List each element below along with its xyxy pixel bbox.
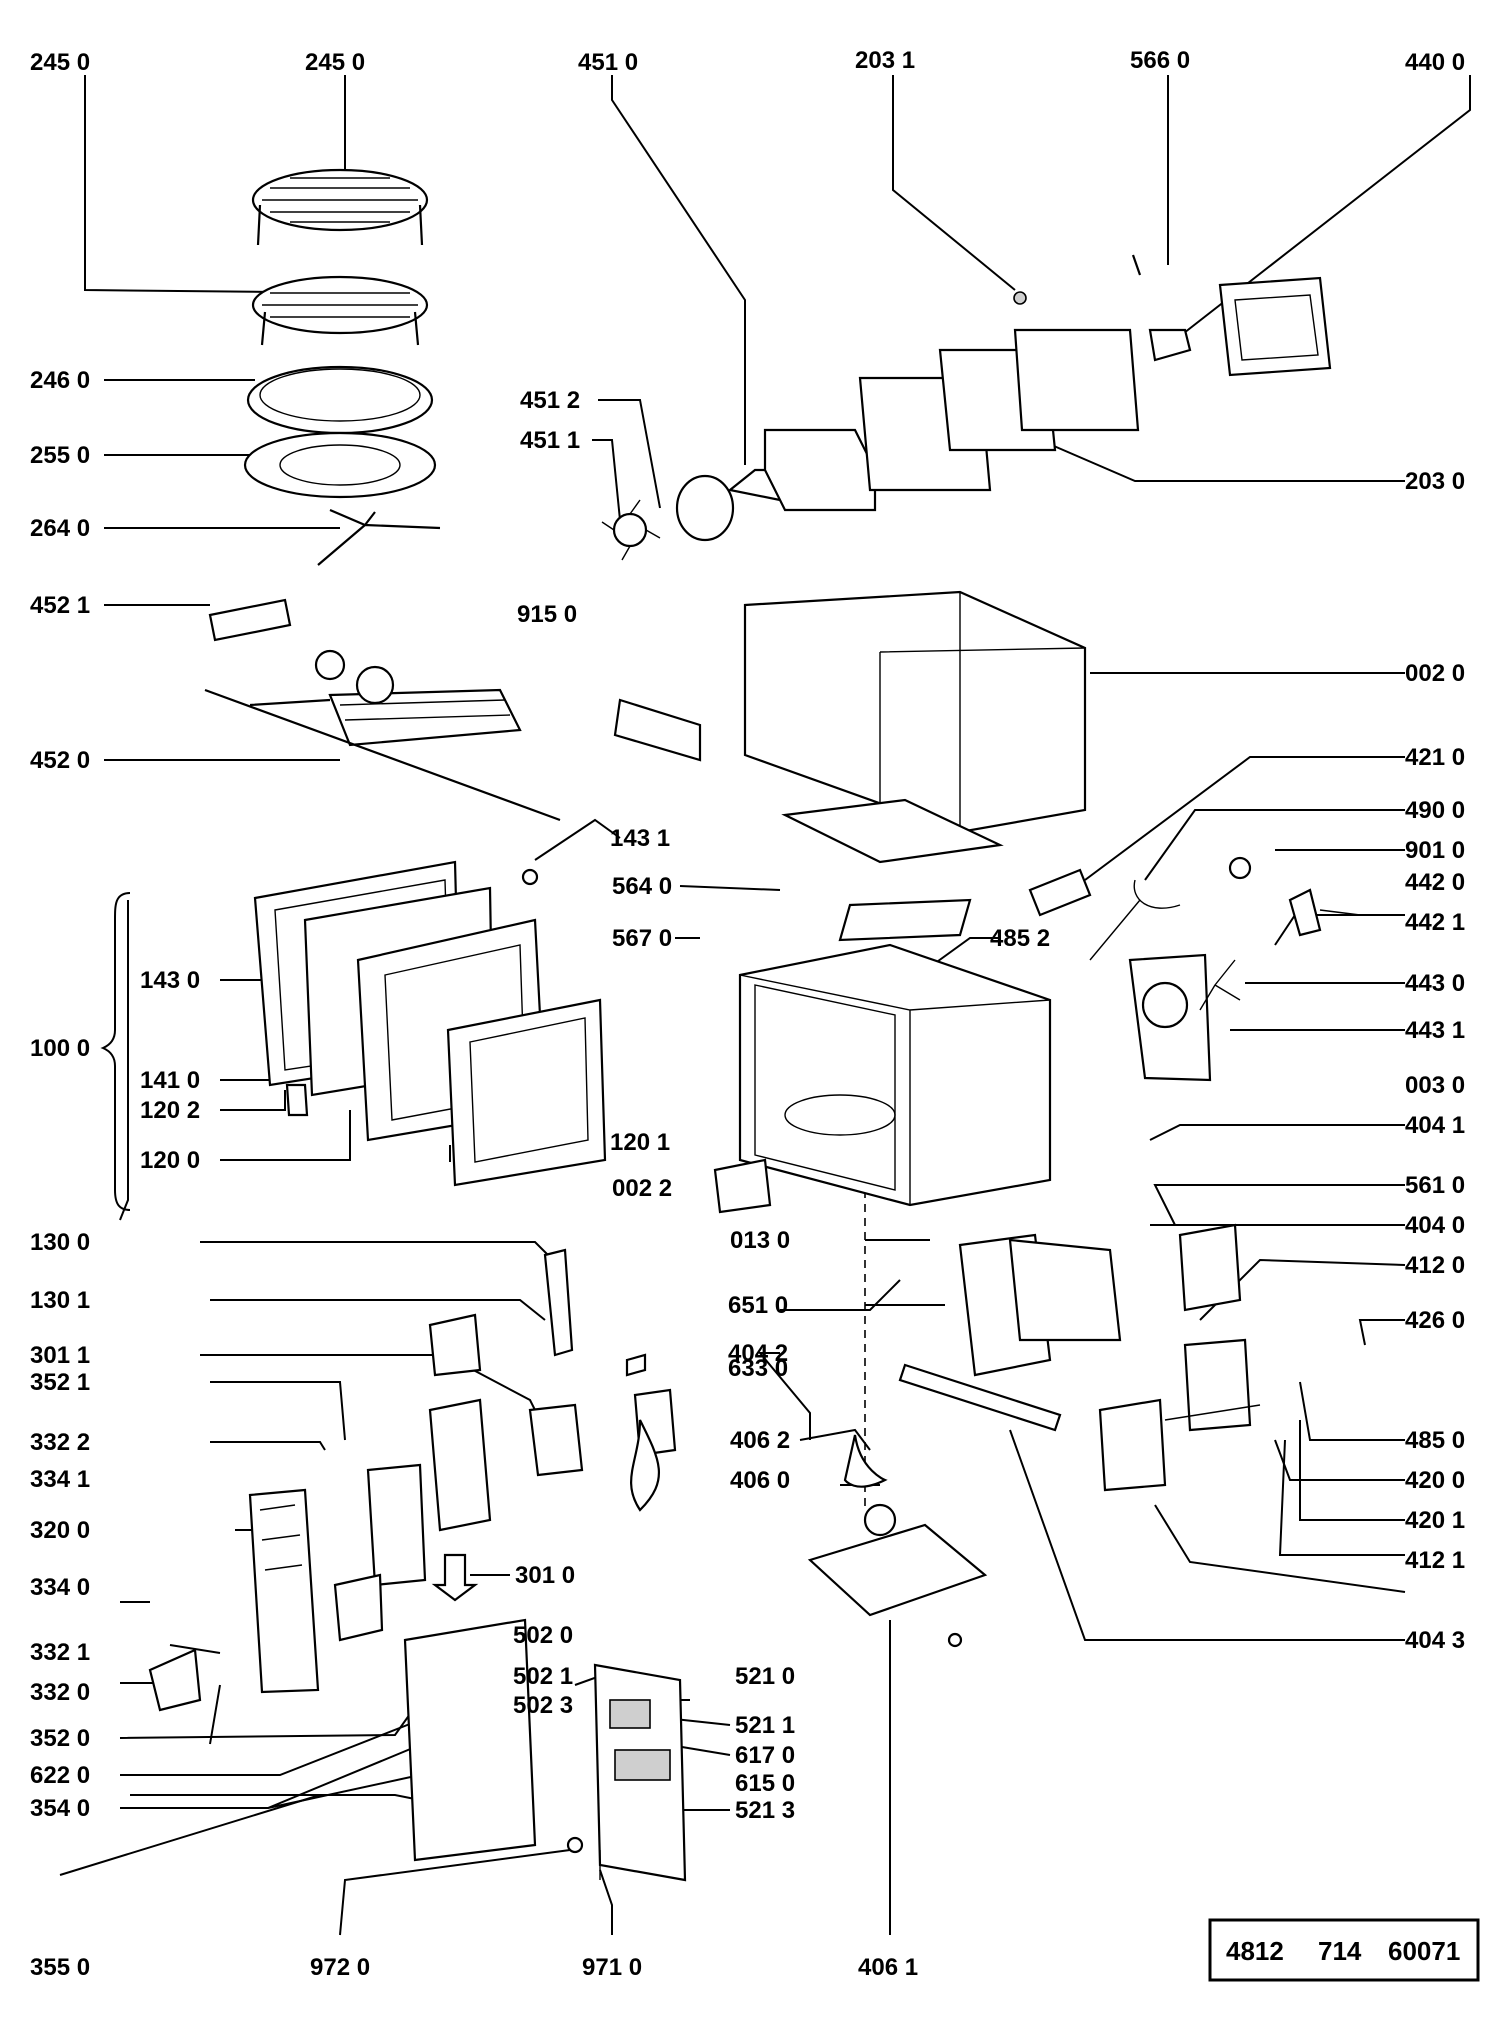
label-002-0: 002 0 bbox=[1405, 660, 1465, 687]
label-355-0: 355 0 bbox=[30, 1954, 90, 1981]
document-code-part-2: 714 bbox=[1318, 1936, 1362, 1966]
label-452-0: 452 0 bbox=[30, 747, 90, 774]
label-490-0: 490 0 bbox=[1405, 797, 1465, 824]
label-564-0: 564 0 bbox=[612, 873, 672, 900]
label-334-0: 334 0 bbox=[30, 1574, 90, 1601]
label-485-2: 485 2 bbox=[990, 925, 1050, 952]
label-633-0: 633 0 bbox=[728, 1355, 788, 1382]
label-130-1: 130 1 bbox=[30, 1287, 90, 1314]
label-332-2: 332 2 bbox=[30, 1429, 90, 1456]
label-404-3: 404 3 bbox=[1405, 1627, 1465, 1654]
label-246-0: 246 0 bbox=[30, 367, 90, 394]
parts-drawing bbox=[148, 168, 1361, 1882]
label-143-1: 143 1 bbox=[610, 825, 670, 852]
label-567-0: 567 0 bbox=[612, 925, 672, 952]
label-130-0: 130 0 bbox=[30, 1229, 90, 1256]
label-120-2: 120 2 bbox=[140, 1097, 200, 1124]
label-566-0: 566 0 bbox=[1130, 47, 1190, 74]
part-labels: 245 0 245 0 451 0 203 1 566 0 440 0 246 … bbox=[30, 47, 1465, 1981]
label-521-3: 521 3 bbox=[735, 1797, 795, 1824]
label-264-0: 264 0 bbox=[30, 515, 90, 542]
label-440-0: 440 0 bbox=[1405, 49, 1465, 76]
label-203-1: 203 1 bbox=[855, 47, 915, 74]
label-406-0: 406 0 bbox=[730, 1467, 790, 1494]
label-426-0: 426 0 bbox=[1405, 1307, 1465, 1334]
label-442-1: 442 1 bbox=[1405, 909, 1465, 936]
label-352-1: 352 1 bbox=[30, 1369, 90, 1396]
label-502-1: 502 1 bbox=[513, 1663, 573, 1690]
label-622-0: 622 0 bbox=[30, 1762, 90, 1789]
label-404-1: 404 1 bbox=[1405, 1112, 1465, 1139]
label-421-0: 421 0 bbox=[1405, 744, 1465, 771]
label-354-0: 354 0 bbox=[30, 1795, 90, 1822]
label-443-1: 443 1 bbox=[1405, 1017, 1465, 1044]
label-320-0: 320 0 bbox=[30, 1517, 90, 1544]
label-451-1: 451 1 bbox=[520, 427, 580, 454]
label-120-0: 120 0 bbox=[140, 1147, 200, 1174]
label-301-1: 301 1 bbox=[30, 1342, 90, 1369]
label-141-0: 141 0 bbox=[140, 1067, 200, 1094]
label-003-0: 003 0 bbox=[1405, 1072, 1465, 1099]
label-915-0: 915 0 bbox=[517, 601, 577, 628]
label-412-0: 412 0 bbox=[1405, 1252, 1465, 1279]
label-406-2: 406 2 bbox=[730, 1427, 790, 1454]
label-100-0: 100 0 bbox=[30, 1035, 90, 1062]
label-442-0: 442 0 bbox=[1405, 869, 1465, 896]
label-420-0: 420 0 bbox=[1405, 1467, 1465, 1494]
label-412-1: 412 1 bbox=[1405, 1547, 1465, 1574]
label-245-0-a: 245 0 bbox=[30, 49, 90, 76]
label-404-0: 404 0 bbox=[1405, 1212, 1465, 1239]
label-255-0: 255 0 bbox=[30, 442, 90, 469]
label-420-1: 420 1 bbox=[1405, 1507, 1465, 1534]
label-485-0: 485 0 bbox=[1405, 1427, 1465, 1454]
label-971-0: 971 0 bbox=[582, 1954, 642, 1981]
label-521-1: 521 1 bbox=[735, 1712, 795, 1739]
label-332-0: 332 0 bbox=[30, 1679, 90, 1706]
label-502-3: 502 3 bbox=[513, 1692, 573, 1719]
label-443-0: 443 0 bbox=[1405, 970, 1465, 997]
label-452-1: 452 1 bbox=[30, 592, 90, 619]
label-901-0: 901 0 bbox=[1405, 837, 1465, 864]
label-502-0: 502 0 bbox=[513, 1622, 573, 1649]
label-120-1: 120 1 bbox=[610, 1129, 670, 1156]
label-013-0: 013 0 bbox=[730, 1227, 790, 1254]
label-203-0: 203 0 bbox=[1405, 468, 1465, 495]
label-301-0: 301 0 bbox=[515, 1562, 575, 1589]
label-972-0: 972 0 bbox=[310, 1954, 370, 1981]
label-451-2: 451 2 bbox=[520, 387, 580, 414]
label-521-0: 521 0 bbox=[735, 1663, 795, 1690]
label-406-1: 406 1 bbox=[858, 1954, 918, 1981]
label-404-2: 404 2 bbox=[728, 1340, 788, 1367]
label-651-0: 651 0 bbox=[728, 1292, 788, 1319]
document-code-part-1: 4812 bbox=[1226, 1936, 1284, 1966]
label-334-1: 334 1 bbox=[30, 1466, 90, 1493]
label-245-0-b: 245 0 bbox=[305, 49, 365, 76]
document-code-box: 4812 714 60071 bbox=[1208, 1918, 1480, 1982]
label-002-2: 002 2 bbox=[612, 1175, 672, 1202]
label-352-0: 352 0 bbox=[30, 1725, 90, 1752]
label-451-0: 451 0 bbox=[578, 49, 638, 76]
label-561-0: 561 0 bbox=[1405, 1172, 1465, 1199]
label-332-1: 332 1 bbox=[30, 1639, 90, 1666]
label-143-0: 143 0 bbox=[140, 967, 200, 994]
label-615-0: 615 0 bbox=[735, 1770, 795, 1797]
label-617-0: 617 0 bbox=[735, 1742, 795, 1769]
document-code-part-3: 60071 bbox=[1388, 1936, 1460, 1966]
